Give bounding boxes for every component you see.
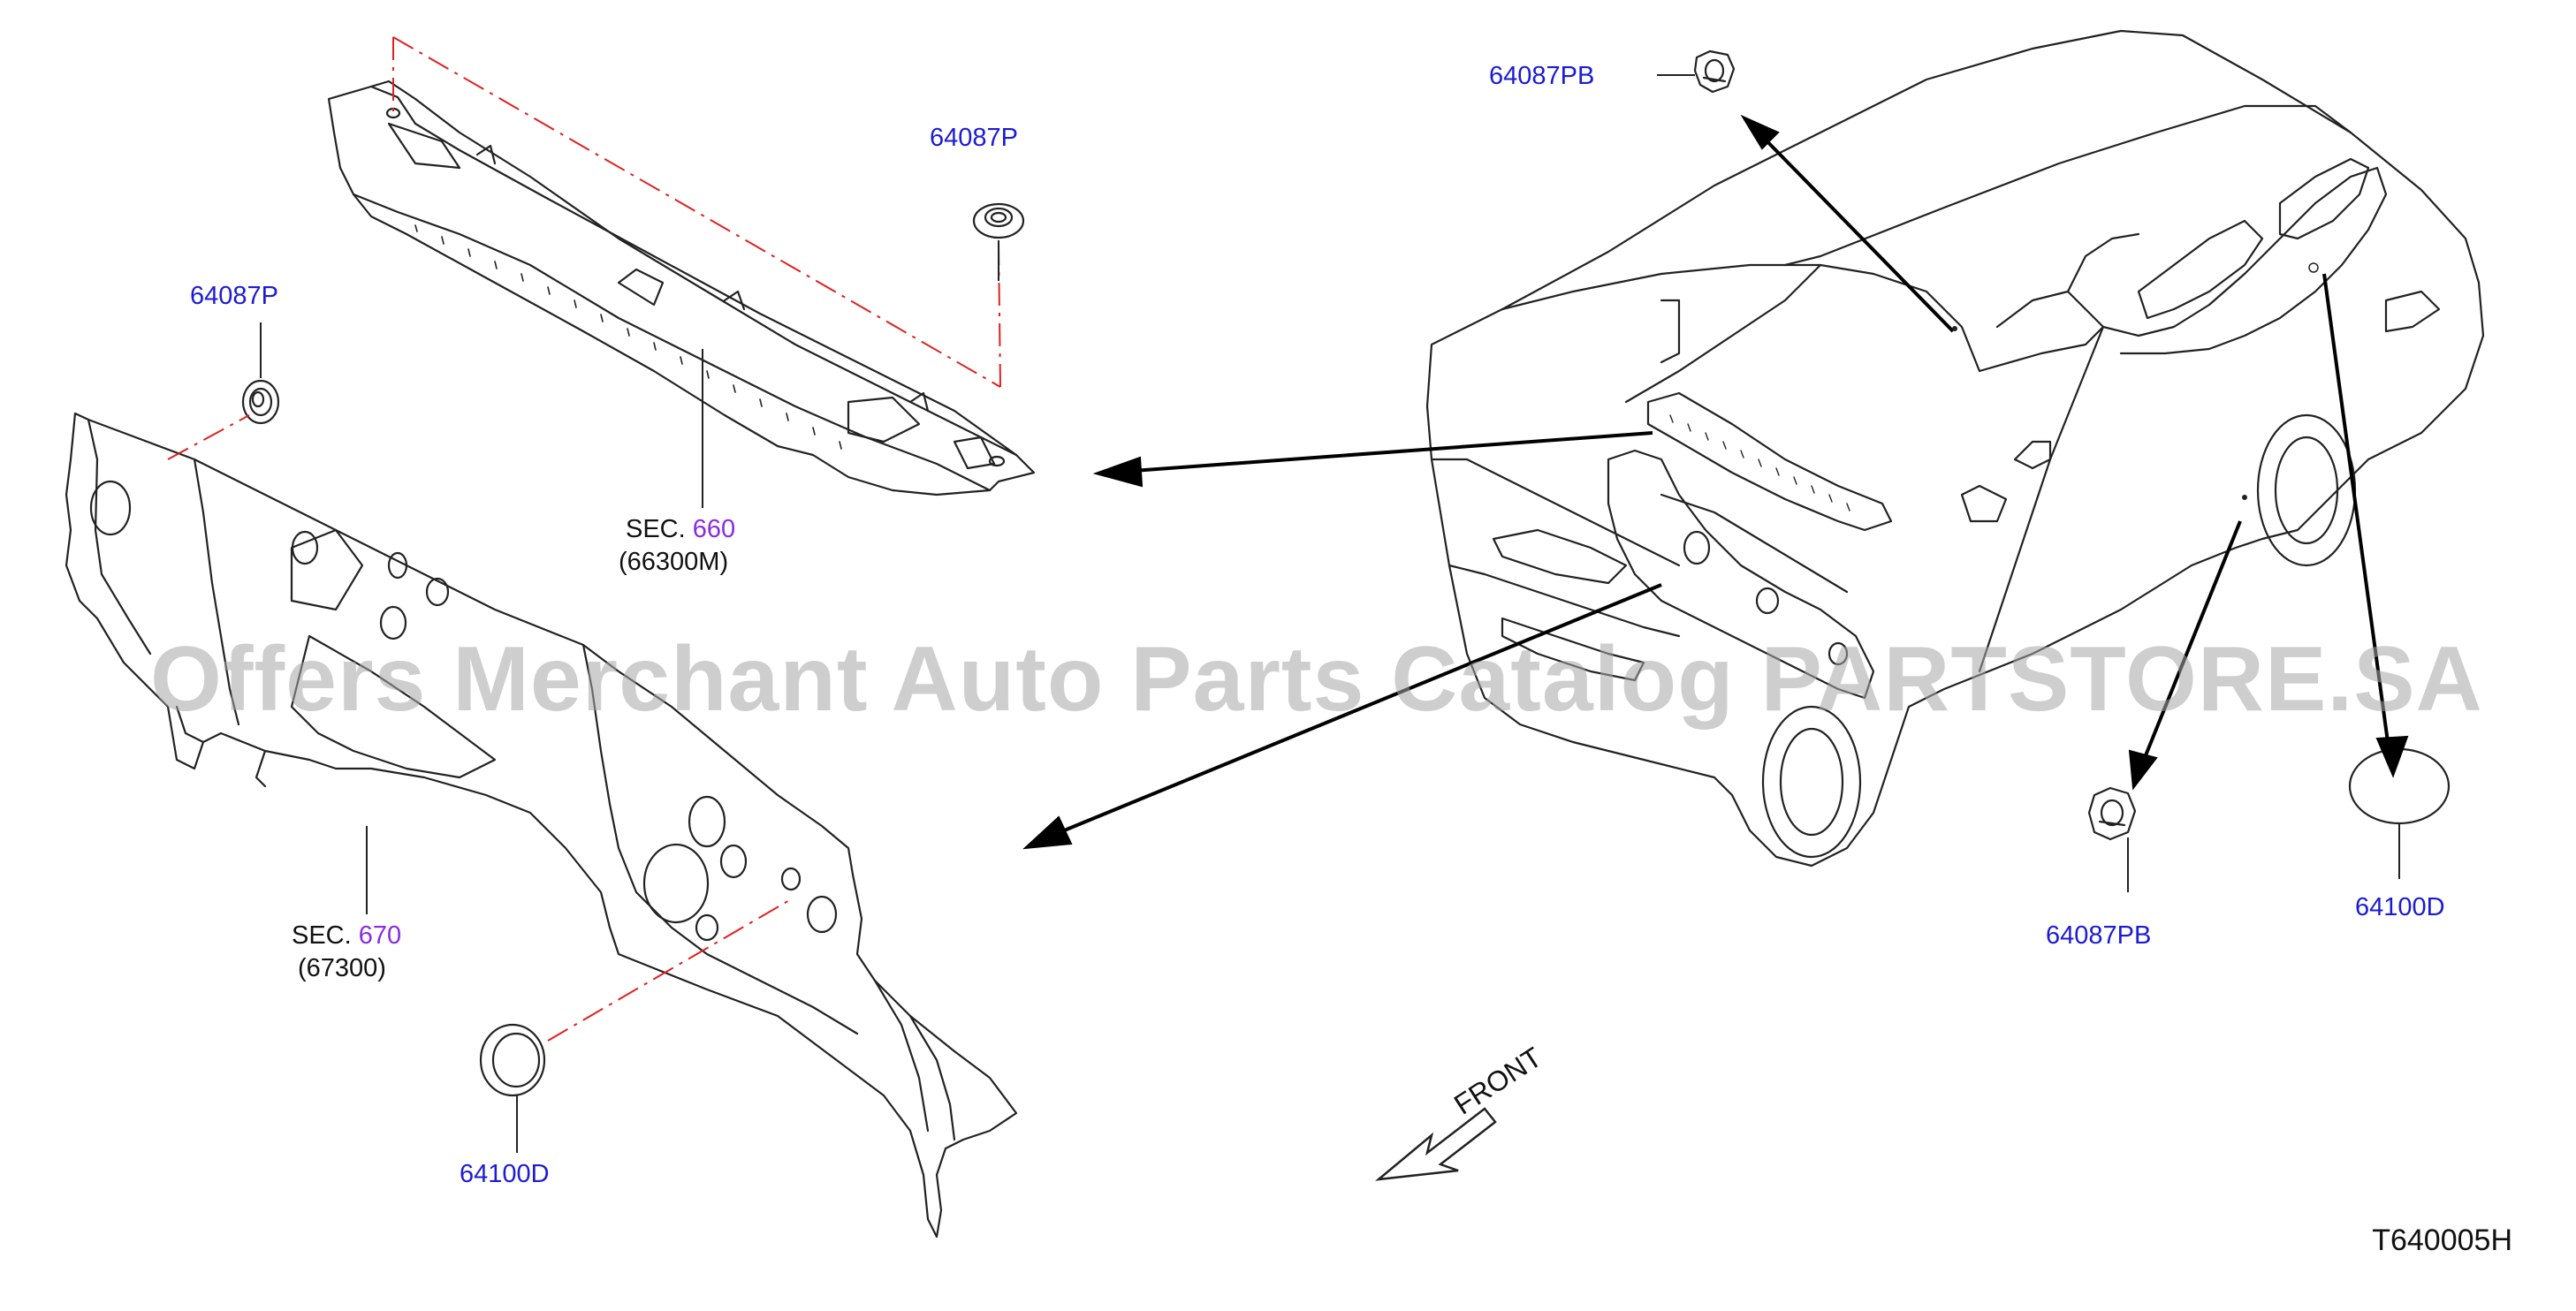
alignment-lines [167, 36, 1001, 1042]
dash-panel[interactable] [65, 412, 1018, 1239]
vehicle-outline [1425, 29, 2485, 868]
section-number: 660 [692, 515, 736, 543]
section-number: 670 [358, 921, 402, 950]
part-label-64100d-side[interactable]: 64100D [2355, 893, 2445, 921]
vehicle-cowl-detail [1607, 391, 1893, 700]
clip-64087pb-top[interactable] [1693, 49, 1736, 94]
diagram-code: T640005H [2372, 1224, 2512, 1257]
leader-lines [260, 74, 2400, 1153]
arrow-heads [1022, 114, 2409, 850]
part-label-64087pb-side[interactable]: 64087PB [2046, 921, 2152, 950]
section-ref-cowl[interactable]: SEC. 660 [626, 517, 735, 542]
section-prefix: SEC. [626, 515, 686, 543]
section-ref-dash[interactable]: SEC. 670 [292, 923, 401, 949]
watermark: Offers Merchant Auto Parts Catalog PARTS… [150, 628, 2483, 731]
cowl-top-panel[interactable] [327, 80, 1036, 496]
section-part-cowl: (66300M) [619, 548, 729, 576]
grommet-64087p-left[interactable] [241, 379, 280, 425]
part-label-64087p-top[interactable]: 64087P [930, 124, 1018, 152]
arrows [1042, 126, 2392, 841]
part-label-64100d-dash[interactable]: 64100D [460, 1160, 550, 1188]
part-label-64087p-left[interactable]: 64087P [190, 282, 278, 310]
detail-dots [1952, 262, 2319, 500]
section-part-dash: (67300) [298, 954, 386, 982]
clip-64087pb-side[interactable] [2087, 786, 2137, 841]
grommet-64087p-top[interactable] [972, 202, 1025, 239]
plug-64100d-dash[interactable] [479, 1023, 546, 1097]
part-label-64087pb-top[interactable]: 64087PB [1489, 62, 1595, 90]
section-prefix: SEC. [292, 921, 352, 950]
front-arrow-icon [1375, 1107, 1497, 1181]
